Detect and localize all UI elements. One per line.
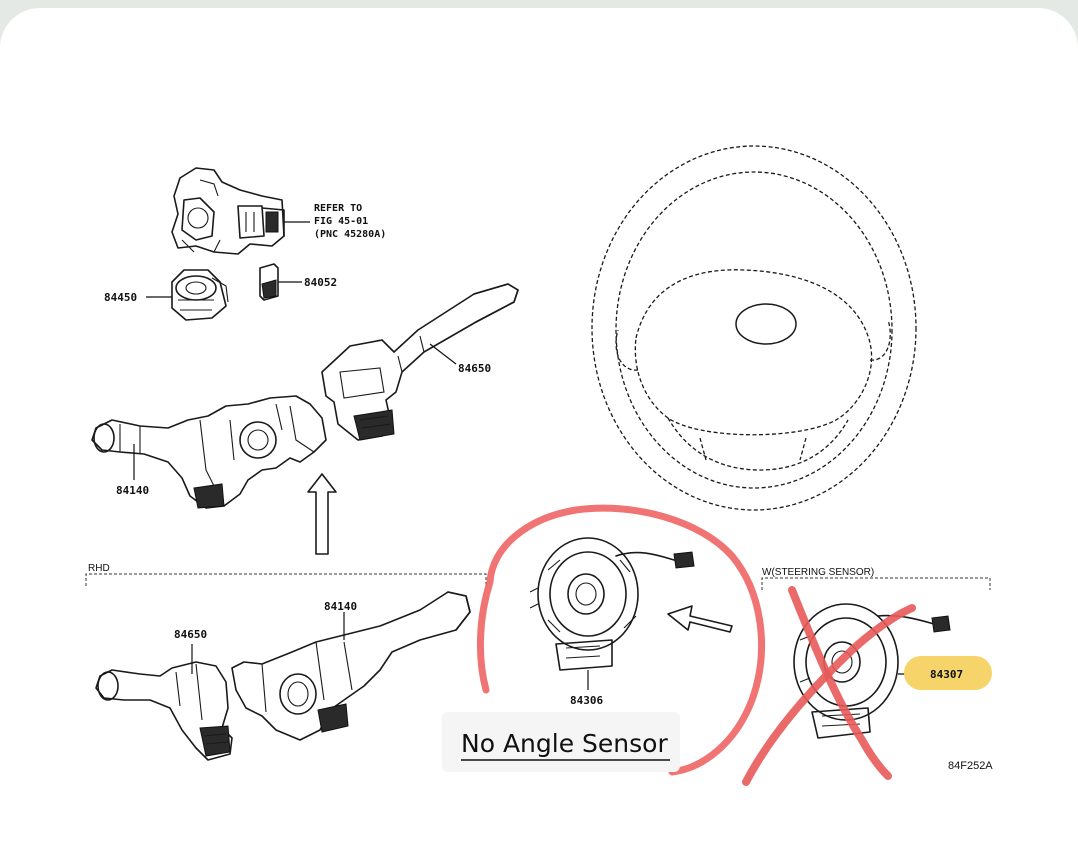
rhd-section-bracket — [85, 573, 487, 586]
steering-wheel-illustration — [591, 145, 917, 511]
section-sensor-label: W(STEERING SENSOR) — [762, 567, 874, 578]
horn-emblem — [735, 303, 797, 345]
leader-84650-top — [429, 343, 457, 365]
red-cross-stroke-1 — [742, 604, 916, 786]
refer-line-3: (PNC 45280A) — [314, 229, 386, 240]
up-arrow — [307, 473, 337, 555]
label-84650-top: 84650 — [458, 362, 491, 375]
light-switch-rhd-illustration — [231, 591, 471, 741]
note-text: No Angle Sensor — [461, 729, 668, 758]
label-84650-rhd: 84650 — [174, 628, 207, 641]
highlight-84307 — [904, 656, 992, 690]
spiral-cable-84307-illustration — [793, 603, 951, 739]
note-box — [442, 712, 680, 772]
part-84052-illustration — [259, 263, 279, 301]
label-84306: 84306 — [570, 694, 603, 707]
refer-line-1: REFER TO — [314, 203, 362, 214]
refer-line-2: FIG 45-01 — [314, 216, 368, 227]
red-circle-annotation — [476, 504, 765, 776]
sensor-section-bracket — [761, 577, 991, 590]
red-cross-stroke-2 — [788, 586, 892, 780]
wiper-switch-rhd-illustration — [95, 661, 233, 761]
label-84140-top: 84140 — [116, 484, 149, 497]
light-switch-top-illustration — [91, 395, 327, 509]
diagram-code: 84F252A — [948, 760, 993, 772]
label-84140-rhd: 84140 — [324, 600, 357, 613]
label-84450: 84450 — [104, 291, 137, 304]
part-84450-illustration — [171, 269, 229, 321]
left-arrow — [667, 605, 733, 633]
label-84307: 84307 — [930, 668, 963, 681]
section-rhd-label: RHD — [88, 563, 110, 574]
ignition-switch-housing — [171, 167, 285, 255]
label-84052: 84052 — [304, 276, 337, 289]
wiper-switch-top-illustration — [321, 283, 519, 441]
spiral-cable-84306-illustration — [529, 537, 695, 671]
